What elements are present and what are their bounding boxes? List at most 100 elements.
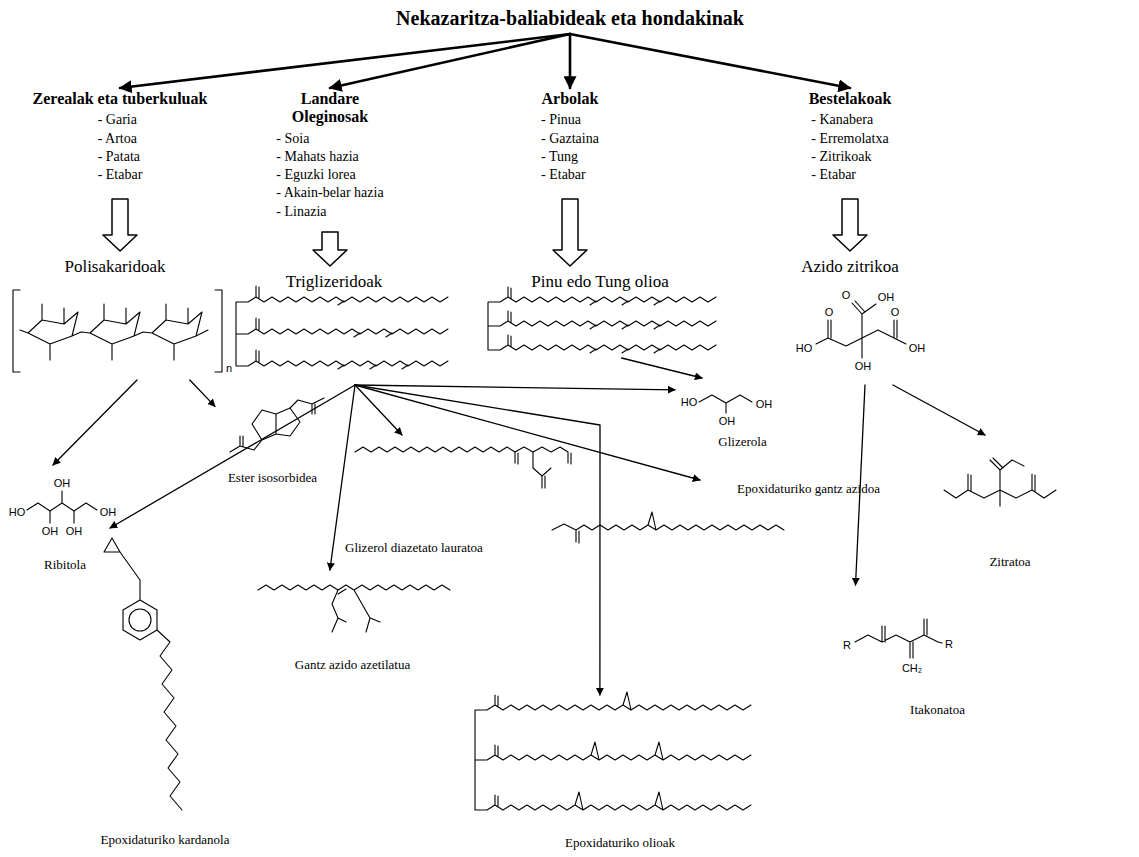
- intermediate-node: Azido zitrikoa: [785, 255, 915, 385]
- list-item: - Etabar: [811, 166, 856, 184]
- block-arrow: [313, 232, 347, 266]
- derivation-arrow: [355, 385, 700, 480]
- branch-arrow: [570, 34, 850, 88]
- category-heading: Zerealak eta tuberkuluak: [33, 90, 208, 108]
- bond-lines: [27, 491, 97, 523]
- bond-lines: [552, 512, 784, 543]
- compound-name: Gantz azido azetilatua: [295, 658, 411, 673]
- ribitol-structure: [27, 491, 97, 523]
- block-arrow: [833, 199, 867, 251]
- list-item: - Eguzki lorea: [276, 166, 355, 184]
- category-node: Arbolak- Pinua- Gaztaina- Tung- Etabar: [500, 88, 640, 195]
- item-list: - Pinua- Gaztaina- Tung- Etabar: [541, 111, 599, 184]
- isosorbide-ester-structure: [230, 398, 324, 452]
- atom-label: R: [945, 639, 953, 650]
- list-item: - Gaztaina: [541, 130, 599, 148]
- intermediate-node: Polisakaridoak: [5, 255, 225, 380]
- list-item: - Soia: [276, 130, 309, 148]
- bond-lines: [488, 287, 716, 353]
- category-node: Landare Oleginosak- Soia- Mahats hazia- …: [255, 88, 405, 228]
- bond-lines: [355, 447, 571, 488]
- atom-label: OH: [719, 416, 736, 427]
- branch-arrow: [330, 34, 570, 88]
- category-heading: Bestelakoak: [809, 90, 892, 108]
- item-list: - Soia- Mahats hazia- Eguzki lorea- Akai…: [276, 130, 383, 221]
- list-item: - Pinua: [541, 111, 581, 129]
- source-heading-node: Nekazaritza-baliabideak eta hondakinak: [300, 4, 840, 34]
- bond-lines: [104, 538, 182, 810]
- compound-name: Ribitola: [44, 558, 86, 573]
- list-item: - Tung: [541, 148, 578, 166]
- derivation-arrow: [355, 385, 600, 695]
- product-node: Glizerola: [675, 378, 810, 452]
- atom-label: OH: [756, 399, 773, 410]
- bond-lines: [258, 585, 450, 632]
- atom-label: OH: [855, 361, 872, 372]
- compound-name: Epoxidaturiko olioak: [565, 836, 675, 851]
- polysaccharide-structure: [13, 290, 222, 372]
- atom-label: CH₂: [902, 663, 922, 674]
- atom-label: OH: [878, 292, 895, 303]
- intermediate-label: Triglizeridoak: [286, 272, 383, 292]
- derivation-arrow: [355, 385, 675, 390]
- citrate-structure: [944, 458, 1056, 506]
- product-node: Zitratoa: [885, 435, 1135, 572]
- branch-arrow: [569, 34, 572, 88]
- bond-lines: [944, 458, 1056, 506]
- product-node: Epoxidaturiko olioak: [465, 695, 775, 853]
- category-node: Zerealak eta tuberkuluak- Garia- Artoa- …: [20, 88, 220, 195]
- list-item: - Etabar: [98, 166, 143, 184]
- intermediate-label: Pinu edo Tung olioa: [531, 272, 668, 292]
- intermediate-label: Polisakaridoak: [64, 257, 165, 277]
- tung-oil-structure: [488, 287, 716, 353]
- compound-name: Itakonatoa: [910, 703, 965, 718]
- compound-name: Epoxidaturiko kardanola: [101, 833, 230, 848]
- atom-label: O: [842, 290, 851, 301]
- derivation-arrow: [355, 385, 402, 435]
- product-node: Epoxidaturiko kardanola: [85, 528, 245, 850]
- bond-lines: [236, 286, 448, 369]
- acetylated-fatty-acid-structure: [258, 585, 450, 632]
- atom-label: O: [891, 307, 900, 318]
- intermediate-node: Triglizeridoak: [228, 270, 440, 385]
- list-item: - Patata: [98, 148, 140, 166]
- block-arrow: [103, 199, 137, 251]
- intermediate-node: Pinu edo Tung olioa: [480, 270, 720, 358]
- branch-arrow: [120, 34, 570, 88]
- list-item: - Erremolatxa: [811, 130, 888, 148]
- list-item: - Artoa: [98, 130, 137, 148]
- list-item: - Zitrikoak: [811, 148, 871, 166]
- list-item: - Mahats hazia: [276, 148, 358, 166]
- atom-label: OH: [54, 478, 71, 489]
- compound-name: Zitratoa: [989, 555, 1030, 570]
- item-list: - Kanabera- Erremolatxa- Zitrikoak- Etab…: [811, 111, 888, 184]
- derivation-arrow: [190, 380, 215, 406]
- intermediate-label: Azido zitrikoa: [801, 257, 899, 277]
- atom-label: HO: [9, 507, 26, 518]
- atom-label: OH: [909, 343, 926, 354]
- citric-acid-structure: [816, 301, 906, 358]
- block-arrow: [553, 199, 587, 266]
- product-node: Epoxidaturiko gantz azidoa: [545, 480, 885, 550]
- epoxidized-fatty-acid-structure: [552, 512, 784, 543]
- atom-label: OH: [100, 507, 117, 518]
- bond-lines: [855, 619, 942, 658]
- atom-label: n: [226, 363, 232, 374]
- list-item: - Garia: [98, 111, 137, 129]
- compound-name: Epoxidaturiko gantz azidoa: [737, 482, 880, 497]
- atom-label: O: [825, 307, 834, 318]
- derivation-arrow: [893, 385, 985, 435]
- triglyceride-structure: [236, 286, 448, 369]
- atom-label: OH: [42, 526, 59, 537]
- list-item: - Akain-belar hazia: [276, 184, 383, 202]
- compound-name: Ester isosorbidea: [228, 471, 317, 486]
- list-item: - Etabar: [541, 166, 586, 184]
- item-list: - Garia- Artoa- Patata- Etabar: [98, 111, 143, 184]
- atom-label: OH: [66, 526, 83, 537]
- atom-label: HO: [796, 343, 813, 354]
- product-node: Itakonatoa: [835, 585, 1040, 720]
- aromatic-ring: [129, 609, 151, 631]
- cardanol-structure: [104, 538, 182, 810]
